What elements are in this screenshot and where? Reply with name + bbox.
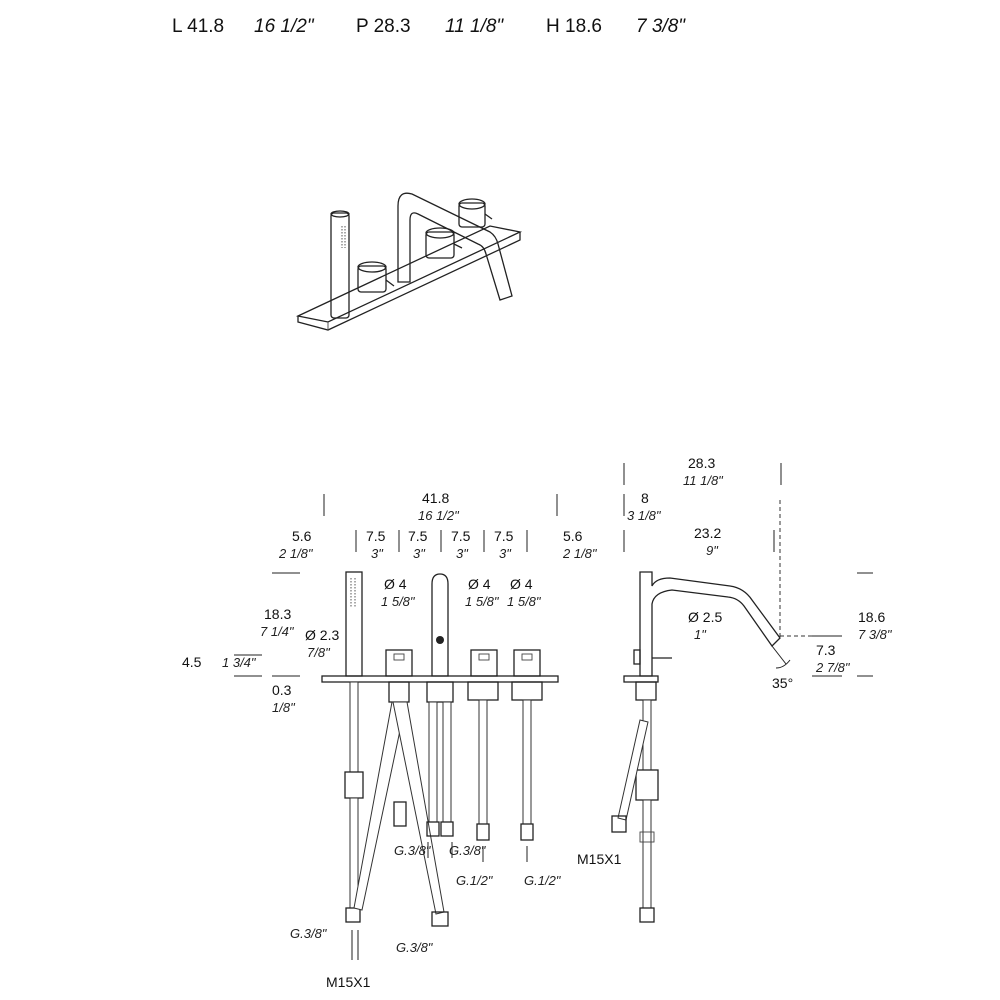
front-conn-m15: M15X1 [326, 974, 371, 990]
front-total-width-in: 16 1/2" [418, 508, 460, 523]
side-conn-m15: M15X1 [577, 851, 622, 867]
side-plate-width-in: 3 1/8" [627, 508, 662, 523]
header-depth-in: 11 1/8" [445, 16, 504, 37]
front-diameter-1-in: 1 5/8" [381, 594, 416, 609]
front-edge-right-in: 2 1/8" [562, 546, 598, 561]
side-height: 18.6 [858, 609, 885, 625]
front-edge-left-in: 2 1/8" [278, 546, 314, 561]
front-conn-g38-b: G.3/8" [449, 843, 487, 858]
front-spacing-2-in: 3" [413, 546, 426, 561]
front-handshower-diameter-in: 7/8" [307, 645, 331, 660]
header-height: H 18.6 [546, 16, 602, 37]
side-depth-in: 11 1/8" [683, 473, 724, 488]
side-plate-width: 8 [641, 490, 649, 506]
side-outlet-height: 7.3 [816, 642, 836, 658]
handshower-front [345, 571, 363, 677]
front-edge-left: 5.6 [292, 528, 312, 544]
side-view [611, 463, 873, 923]
side-reach-in: 9" [706, 543, 719, 558]
side-spout [639, 571, 781, 677]
front-view [234, 494, 559, 960]
front-total-width: 41.8 [422, 490, 449, 506]
dimension-header: L 41.8 16 1/2" P 28.3 11 1/8" H 18.6 7 3… [0, 16, 1000, 46]
front-conn-g12-b: G.1/2" [524, 873, 562, 888]
front-spacing-3: 7.5 [451, 528, 471, 544]
side-spout-diameter-in: 1" [694, 627, 707, 642]
side-angle: 35° [772, 675, 793, 691]
front-conn-g12-a: G.1/2" [456, 873, 494, 888]
front-base-height: 4.5 [182, 654, 202, 670]
front-base-height-in: 1 3/4" [222, 655, 257, 670]
front-diameter-3: Ø 4 [510, 576, 533, 592]
header-length-in: 16 1/2" [254, 16, 314, 37]
side-outlet-height-in: 2 7/8" [815, 660, 851, 675]
front-conn-g38-c: G.3/8" [290, 926, 328, 941]
header-depth: P 28.3 [356, 16, 411, 37]
front-spacing-4-in: 3" [499, 546, 512, 561]
front-spacing-1-in: 3" [371, 546, 384, 561]
spout-shape [397, 192, 513, 301]
deck-plate-front [321, 675, 559, 683]
front-spacing-4: 7.5 [494, 528, 514, 544]
front-diameter-1: Ø 4 [384, 576, 407, 592]
handshower-shape [330, 212, 350, 319]
side-height-in: 7 3/8" [858, 627, 893, 642]
front-diameter-2-in: 1 5/8" [465, 594, 500, 609]
front-conn-g38-d: G.3/8" [396, 940, 434, 955]
front-diameter-2: Ø 4 [468, 576, 491, 592]
front-plate-thickness: 0.3 [272, 682, 292, 698]
front-handshower-height-in: 7 1/4" [260, 624, 295, 639]
front-spacing-3-in: 3" [456, 546, 469, 561]
side-reach: 23.2 [694, 525, 721, 541]
front-spacing-2: 7.5 [408, 528, 428, 544]
spout-front [431, 573, 449, 677]
perspective-view [295, 192, 523, 331]
side-depth: 28.3 [688, 455, 715, 471]
front-diameter-3-in: 1 5/8" [507, 594, 542, 609]
side-deck-plate [623, 675, 659, 683]
front-handshower-diameter: Ø 2.3 [305, 627, 339, 643]
front-conn-g38-a: G.3/8" [394, 843, 432, 858]
front-plate-thickness-in: 1/8" [272, 700, 296, 715]
front-edge-right: 5.6 [563, 528, 583, 544]
side-spout-diameter: Ø 2.5 [688, 609, 722, 625]
header-height-in: 7 3/8" [636, 16, 686, 37]
front-spacing-1: 7.5 [366, 528, 386, 544]
front-handshower-height: 18.3 [264, 606, 291, 622]
header-length: L 41.8 [172, 16, 225, 37]
